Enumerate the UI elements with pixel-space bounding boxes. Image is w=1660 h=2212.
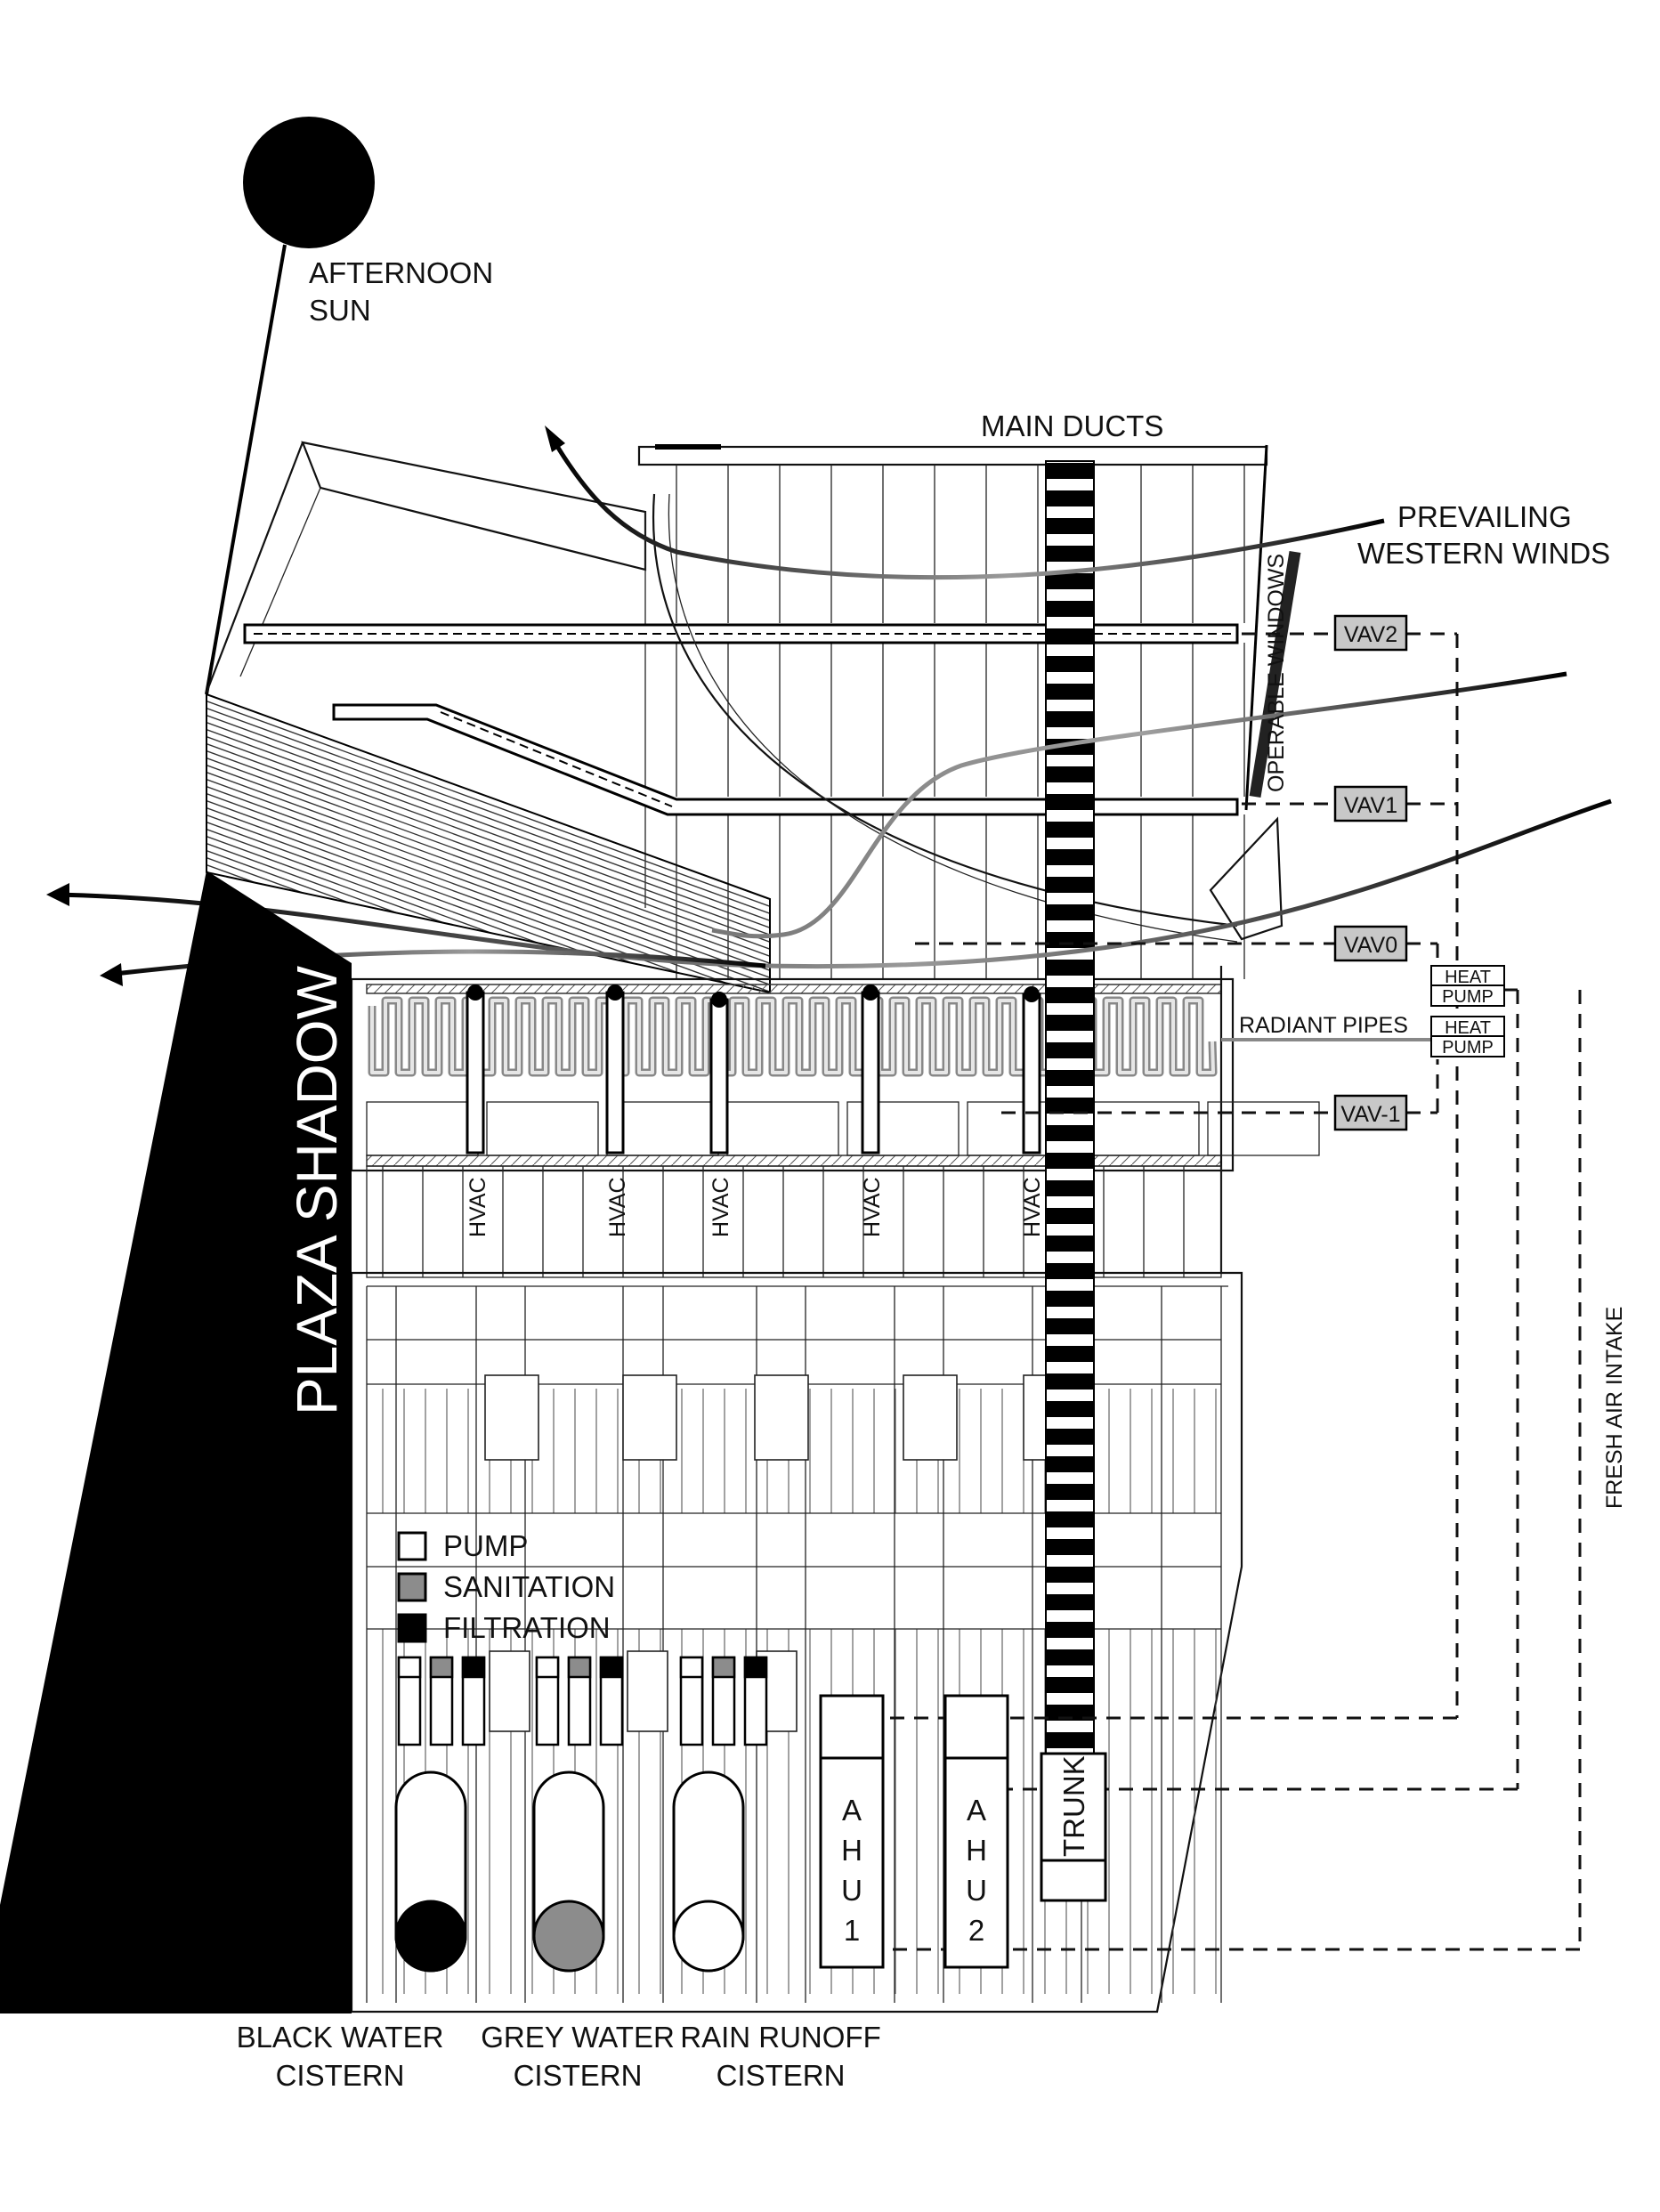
hvac-riser bbox=[1022, 986, 1041, 1155]
hvac-label: HVAC bbox=[605, 1177, 630, 1237]
legend-swatch-pump bbox=[397, 1531, 427, 1561]
hvac-riser bbox=[861, 984, 880, 1155]
grey-water-cistern bbox=[532, 1770, 605, 1973]
heat-pump-label-heat: HEAT bbox=[1445, 1018, 1491, 1038]
main-ducts-label: MAIN DUCTS bbox=[981, 409, 1163, 442]
black-water-cistern bbox=[394, 1770, 467, 1973]
wind-arrow-left-icon bbox=[46, 883, 69, 906]
legend-swatch-filtration bbox=[397, 1613, 427, 1643]
grey-water-cistern-label-2: CISTERN bbox=[514, 2059, 643, 2092]
trunk: TRUNK bbox=[1040, 1752, 1107, 1902]
ahu2-letter-h: H bbox=[966, 1834, 987, 1867]
ahu1-letter-h: H bbox=[841, 1834, 862, 1867]
rain-runoff-treatment bbox=[679, 1656, 768, 1746]
vav1-label: VAV1 bbox=[1344, 793, 1397, 818]
trunk-label: TRUNK bbox=[1057, 1755, 1090, 1857]
plaza-shadow-label: PLAZA SHADOW bbox=[285, 965, 349, 1415]
afternoon-sun bbox=[205, 117, 375, 695]
ahu1: A H U 1 bbox=[819, 1694, 885, 1969]
legend-filtration-label: FILTRATION bbox=[443, 1611, 611, 1644]
hvac-label: HVAC bbox=[709, 1177, 733, 1237]
cisterns bbox=[394, 1770, 745, 1973]
vav-minus1-box: VAV-1 bbox=[1333, 1094, 1408, 1131]
hvac-riser bbox=[466, 984, 485, 1155]
sun-label-2: SUN bbox=[309, 294, 371, 327]
rain-runoff-cistern-label-1: RAIN RUNOFF bbox=[680, 2021, 881, 2054]
rain-runoff-cistern bbox=[672, 1770, 745, 1973]
winds-label-2: WESTERN WINDS bbox=[1357, 537, 1610, 570]
hvac-riser bbox=[605, 984, 625, 1155]
wind-arrow-left-icon bbox=[100, 963, 123, 986]
black-water-cistern-label-1: BLACK WATER bbox=[237, 2021, 444, 2054]
vav2-box: VAV2 bbox=[1333, 614, 1408, 652]
vav0-label: VAV0 bbox=[1344, 933, 1397, 958]
rain-runoff-cistern-label-2: CISTERN bbox=[717, 2059, 846, 2092]
ahu1-letter-a: A bbox=[842, 1794, 862, 1827]
heat-pump-lower: HEAT PUMP bbox=[1430, 1016, 1505, 1057]
heat-pump-label-pump: PUMP bbox=[1442, 1038, 1494, 1057]
sun-label-1: AFTERNOON bbox=[309, 256, 493, 289]
hvac-risers bbox=[466, 984, 1041, 1155]
black-water-treatment bbox=[397, 1656, 486, 1746]
hvac-label: HVAC bbox=[860, 1177, 885, 1237]
wind-arrow-up-icon bbox=[545, 425, 565, 452]
legend-pump-label: PUMP bbox=[443, 1529, 528, 1562]
vav-minus1-label: VAV-1 bbox=[1340, 1102, 1400, 1127]
fresh-air-intake-label: FRESH AIR INTAKE bbox=[1602, 1307, 1627, 1509]
hvac-riser bbox=[709, 992, 729, 1155]
cistern-labels: BLACK WATER CISTERN GREY WATER CISTERN R… bbox=[237, 2021, 881, 2092]
legend-swatch-sanitation bbox=[397, 1572, 427, 1602]
heat-pump-label-heat: HEAT bbox=[1445, 968, 1491, 987]
main-duct bbox=[1045, 460, 1095, 1757]
treatment-columns bbox=[397, 1656, 768, 1746]
ahu2: A H U 2 bbox=[943, 1694, 1009, 1969]
operable-windows-label: OPERABLE WINDOWS bbox=[1264, 554, 1289, 792]
vav2-label: VAV2 bbox=[1344, 622, 1397, 647]
ahu1-letter-u: U bbox=[841, 1874, 862, 1907]
upper-floors bbox=[205, 441, 1301, 979]
heat-pump-upper: HEAT PUMP bbox=[1430, 965, 1505, 1007]
wind-flows bbox=[46, 425, 1612, 986]
legend: PUMP SANITATION FILTRATION bbox=[397, 1529, 615, 1644]
ahu2-number: 2 bbox=[968, 1914, 984, 1947]
hvac-label: HVAC bbox=[1020, 1177, 1045, 1237]
hvac-label: HVAC bbox=[466, 1177, 490, 1237]
winds-label-1: PREVAILING bbox=[1397, 500, 1572, 533]
vav1-box: VAV1 bbox=[1333, 785, 1408, 822]
vav0-box: VAV0 bbox=[1333, 925, 1408, 962]
legend-sanitation-label: SANITATION bbox=[443, 1570, 615, 1603]
ahu1-number: 1 bbox=[844, 1914, 860, 1947]
grey-water-treatment bbox=[535, 1656, 624, 1746]
plaza-shadow: PLAZA SHADOW bbox=[0, 871, 352, 2013]
grey-water-cistern-label-1: GREY WATER bbox=[481, 2021, 675, 2054]
ahu2-letter-a: A bbox=[967, 1794, 986, 1827]
black-water-cistern-label-2: CISTERN bbox=[276, 2059, 405, 2092]
radiant-pipes-label: RADIANT PIPES bbox=[1239, 1013, 1408, 1038]
heat-pump-label-pump: PUMP bbox=[1442, 987, 1494, 1007]
ahu2-letter-u: U bbox=[966, 1874, 987, 1907]
